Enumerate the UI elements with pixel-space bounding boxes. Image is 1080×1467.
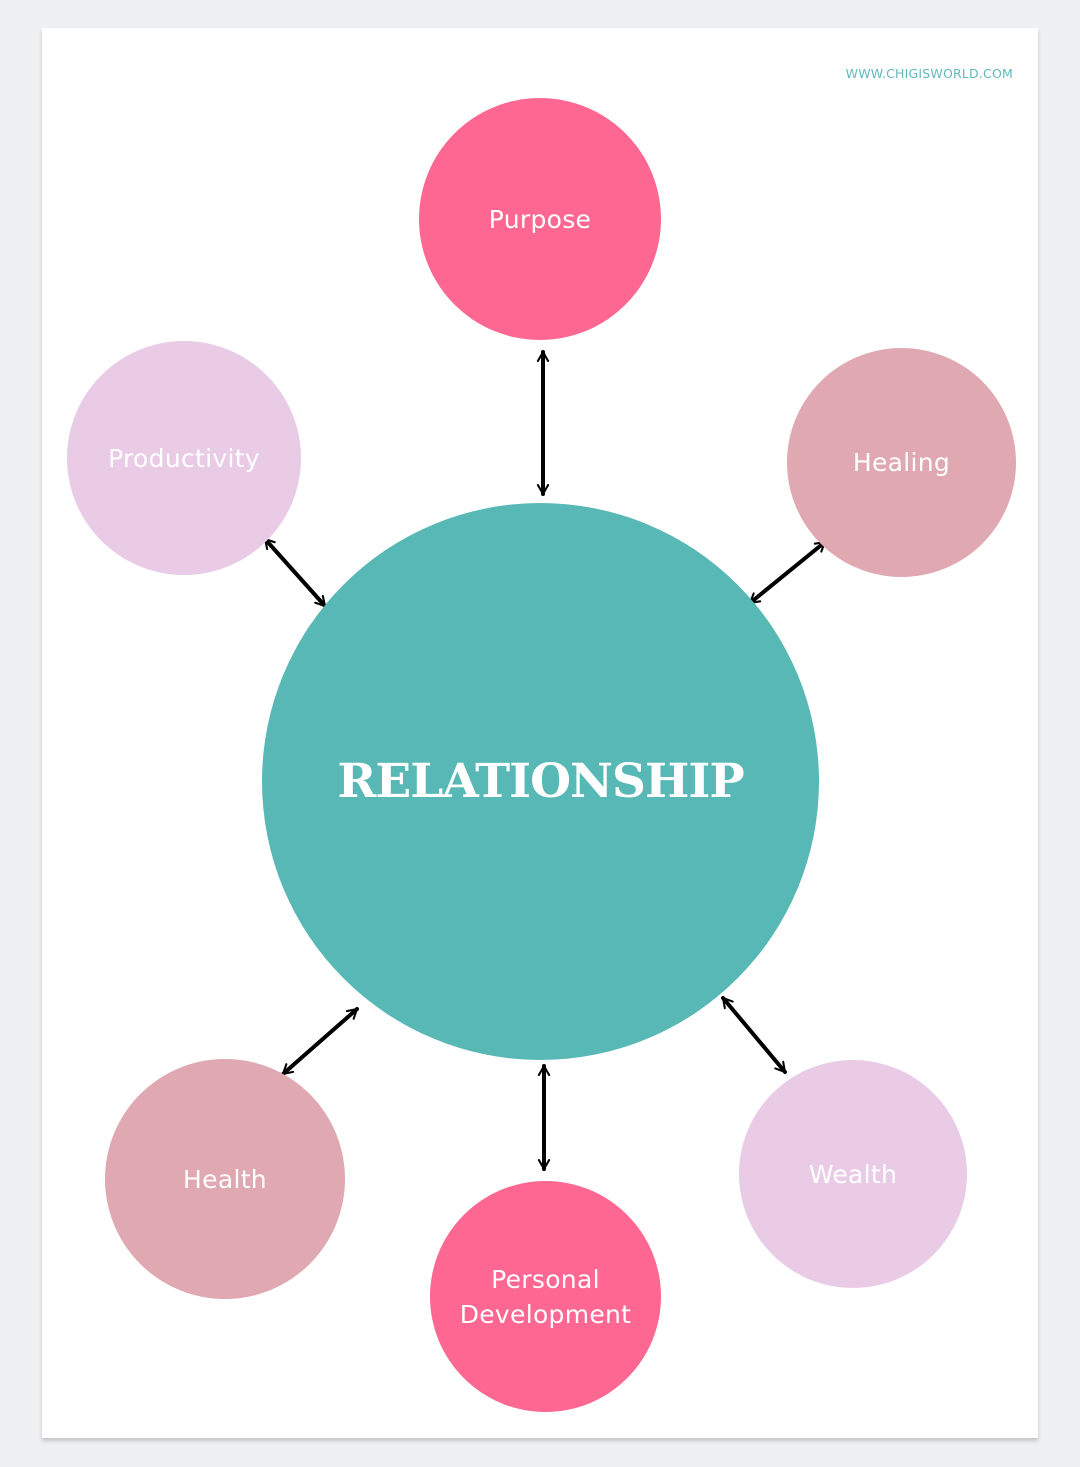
arrow-productivity — [263, 537, 327, 608]
healing-circle: Healing — [787, 348, 1016, 577]
arrow-wealth — [721, 996, 787, 1074]
relationship-circle: RELATIONSHIP — [262, 503, 819, 1060]
purpose-label: Purpose — [488, 204, 592, 234]
personal-development-circle: Personal Development — [430, 1181, 661, 1412]
wealth-label: Wealth — [808, 1159, 898, 1189]
personal-development-label: Personal Development — [459, 1264, 632, 1329]
healing-label: Healing — [852, 448, 951, 477]
health-label: Health — [183, 1164, 267, 1194]
relationship-label: RELATIONSHIP — [337, 754, 744, 809]
health-circle: Health — [105, 1059, 345, 1299]
arrow-health — [281, 1007, 359, 1076]
site-url[interactable]: WWW.CHIGISWORLD.COM — [845, 66, 1013, 81]
arrow-healing — [748, 540, 827, 605]
wealth-circle: Wealth — [739, 1060, 967, 1288]
purpose-circle: Purpose — [419, 98, 661, 340]
productivity-circle: Productivity — [67, 341, 301, 575]
productivity-label: Productivity — [108, 443, 260, 473]
